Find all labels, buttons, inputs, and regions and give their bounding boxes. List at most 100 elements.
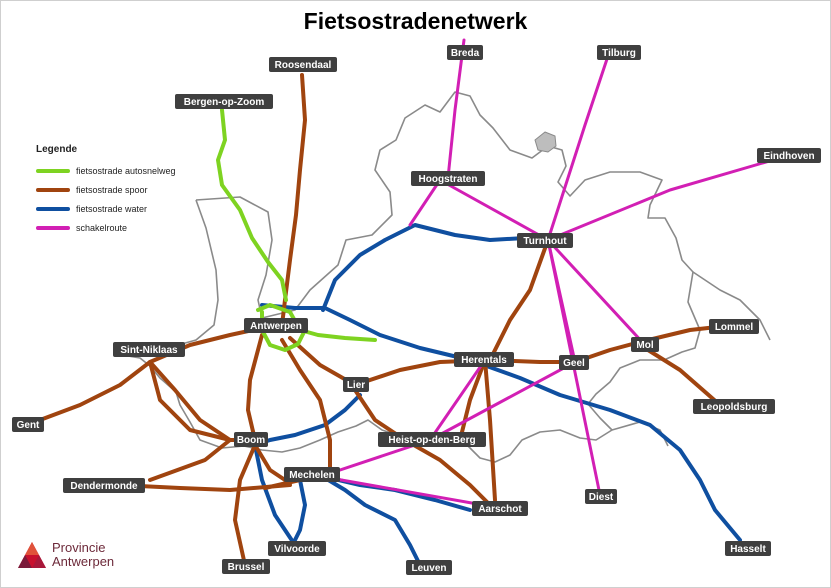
- svg-text:Dendermonde: Dendermonde: [70, 481, 138, 492]
- svg-text:Leuven: Leuven: [411, 563, 446, 574]
- spoor-route: [148, 360, 232, 442]
- city-label-brussel[interactable]: Brussel: [222, 559, 270, 574]
- legend-item-autosnelweg: fietsostrade autosnelweg: [36, 161, 176, 180]
- autosnelweg-route: [216, 108, 288, 302]
- legend-swatch-schakelroute: [36, 225, 70, 230]
- spoor-route: [638, 343, 722, 407]
- city-label-mol[interactable]: Mol: [631, 337, 659, 352]
- svg-text:Eindhoven: Eindhoven: [763, 151, 814, 162]
- schakel-route: [446, 38, 466, 180]
- spoor-route: [253, 443, 287, 482]
- legend-label: fietsostrade autosnelweg: [76, 165, 176, 176]
- legend-swatch-spoor: [36, 187, 70, 192]
- spoor-route: [148, 360, 257, 442]
- svg-text:Lier: Lier: [347, 380, 365, 391]
- schakel-route: [428, 360, 577, 442]
- provincie-antwerpen-logo: Provincie Antwerpen: [16, 540, 114, 570]
- svg-text:Breda: Breda: [451, 48, 480, 59]
- logo-triangle-icon: [18, 542, 46, 568]
- svg-text:Herentals: Herentals: [461, 355, 507, 366]
- city-label-turnhout[interactable]: Turnhout: [517, 233, 573, 248]
- water-route: [253, 393, 362, 447]
- schakel-route: [546, 153, 792, 242]
- svg-text:Brussel: Brussel: [228, 562, 265, 573]
- city-label-roosendaal[interactable]: Roosendaal: [269, 57, 337, 72]
- city-label-lier[interactable]: Lier: [343, 377, 369, 392]
- water-route: [318, 473, 422, 567]
- city-label-antwerpen[interactable]: Antwerpen: [244, 318, 308, 333]
- legend-label: schakelroute: [76, 222, 128, 233]
- spoor-route: [483, 358, 497, 502]
- legend-title: Legende: [36, 144, 78, 155]
- svg-text:Hasselt: Hasselt: [730, 544, 766, 555]
- svg-text:Vilvoorde: Vilvoorde: [274, 544, 320, 555]
- logo-line-1: Provincie: [52, 540, 106, 555]
- svg-text:Lommel: Lommel: [715, 322, 754, 333]
- schakel-route: [546, 48, 612, 242]
- svg-text:Aarschot: Aarschot: [478, 504, 522, 515]
- city-label-vilvoorde[interactable]: Vilvoorde: [268, 541, 326, 556]
- svg-text:Turnhout: Turnhout: [523, 236, 567, 247]
- svg-text:Tilburg: Tilburg: [602, 48, 636, 59]
- svg-text:Antwerpen: Antwerpen: [250, 321, 302, 332]
- city-label-bergen-op-zoom[interactable]: Bergen-op-Zoom: [175, 94, 273, 109]
- spoor-route: [118, 483, 292, 492]
- legend-item-schakelroute: schakelroute: [36, 218, 176, 237]
- schakel-route: [408, 178, 442, 227]
- city-label-dendermonde[interactable]: Dendermonde: [63, 478, 145, 493]
- svg-text:Geel: Geel: [563, 358, 585, 369]
- svg-text:Mechelen: Mechelen: [289, 470, 335, 481]
- city-label-mechelen[interactable]: Mechelen: [284, 467, 340, 482]
- city-label-lommel[interactable]: Lommel: [709, 319, 759, 334]
- svg-text:Hoogstraten: Hoogstraten: [419, 174, 478, 185]
- legend-label: fietsostrade spoor: [76, 184, 148, 195]
- water-route: [321, 223, 527, 312]
- spoor-route: [280, 338, 332, 477]
- legend: Legende fietsostrade autosnelweg fietsos…: [36, 144, 176, 237]
- spoor-route: [38, 326, 264, 422]
- svg-text:Bergen-op-Zoom: Bergen-op-Zoom: [184, 97, 265, 108]
- legend-swatch-autosnelweg: [36, 168, 70, 173]
- schakel-route: [428, 358, 487, 442]
- logo-text: Provincie Antwerpen: [52, 541, 114, 569]
- city-label-boom[interactable]: Boom: [234, 432, 268, 447]
- water-route: [260, 303, 472, 362]
- enclave: [534, 131, 557, 153]
- svg-text:Mol: Mol: [636, 340, 653, 351]
- svg-text:Heist-op-den-Berg: Heist-op-den-Berg: [388, 435, 475, 446]
- spoor-route: [353, 323, 737, 387]
- city-label-sint-niklaas[interactable]: Sint-Niklaas: [113, 342, 185, 357]
- city-label-aarschot[interactable]: Aarschot: [472, 501, 528, 516]
- svg-text:Sint-Niklaas: Sint-Niklaas: [120, 345, 178, 356]
- city-label-geel[interactable]: Geel: [559, 355, 589, 370]
- city-label-leuven[interactable]: Leuven: [406, 560, 452, 575]
- city-label-diest[interactable]: Diest: [585, 489, 617, 504]
- water-route: [288, 478, 307, 552]
- border-east: [692, 271, 771, 341]
- spoor-route: [148, 438, 232, 482]
- schakel-route: [328, 476, 502, 510]
- schakel-route: [438, 178, 550, 242]
- city-label-heist-op-den-berg[interactable]: Heist-op-den-Berg: [378, 432, 486, 447]
- svg-text:Boom: Boom: [237, 435, 265, 446]
- city-label-hoogstraten[interactable]: Hoogstraten: [411, 171, 485, 186]
- svg-text:Roosendaal: Roosendaal: [275, 60, 332, 71]
- city-label-tilburg[interactable]: Tilburg: [597, 45, 641, 60]
- city-label-hasselt[interactable]: Hasselt: [725, 541, 771, 556]
- legend-label: fietsostrade water: [76, 203, 148, 214]
- legend-swatch-water: [36, 206, 70, 211]
- city-label-breda[interactable]: Breda: [447, 45, 483, 60]
- city-label-herentals[interactable]: Herentals: [454, 352, 514, 367]
- routes-autosnelweg: [216, 108, 377, 352]
- spoor-route: [488, 238, 550, 362]
- spoor-route: [246, 333, 264, 442]
- city-label-eindhoven[interactable]: Eindhoven: [757, 148, 821, 163]
- city-label-leopoldsburg[interactable]: Leopoldsburg: [693, 399, 775, 414]
- schakel-route: [546, 238, 647, 347]
- spoor-route: [353, 388, 492, 507]
- spoor-route: [233, 443, 257, 567]
- city-label-gent[interactable]: Gent: [12, 417, 44, 432]
- province-border: [127, 91, 701, 463]
- svg-text:Gent: Gent: [17, 420, 40, 431]
